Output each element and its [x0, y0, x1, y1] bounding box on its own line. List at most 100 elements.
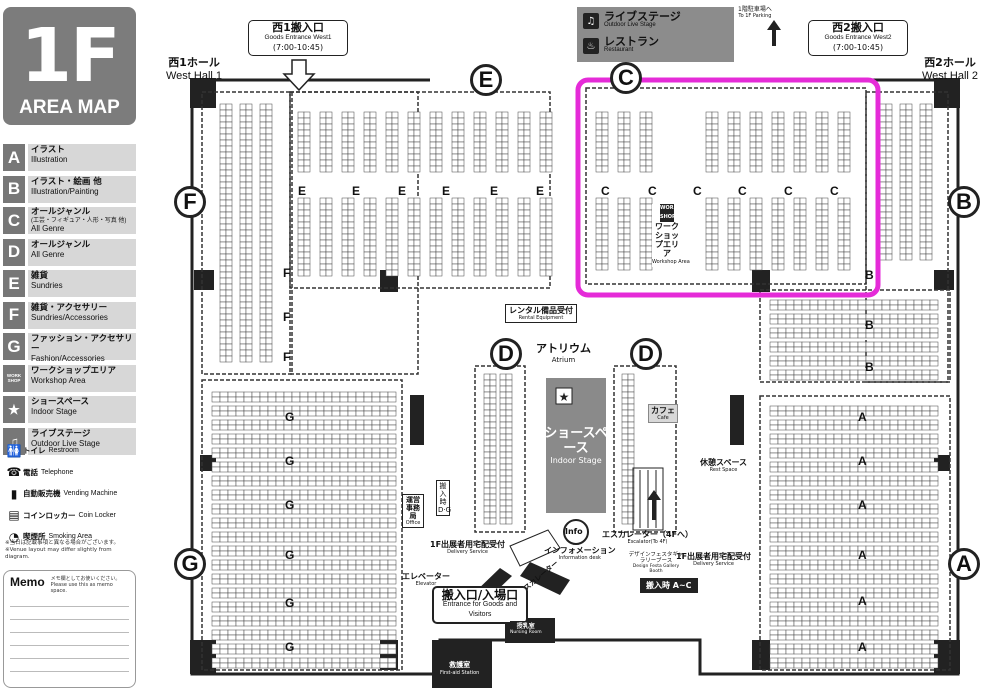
booth	[505, 391, 513, 399]
booth	[913, 573, 923, 580]
booth	[873, 643, 883, 650]
booth	[623, 147, 631, 155]
booth	[897, 592, 907, 599]
booth	[457, 239, 465, 247]
booth	[275, 461, 285, 468]
booth	[239, 127, 247, 135]
booth	[873, 355, 883, 362]
booth	[617, 153, 625, 161]
booth	[325, 165, 333, 173]
booth	[849, 424, 859, 431]
booth	[283, 629, 293, 636]
booth	[385, 233, 393, 241]
legend-en: Workshop Area	[31, 375, 86, 385]
booth	[905, 360, 915, 367]
booth	[307, 662, 317, 669]
booth	[363, 657, 373, 664]
booth	[323, 475, 333, 482]
booth	[769, 531, 779, 538]
booth	[623, 197, 631, 205]
booth	[275, 573, 285, 580]
booth	[913, 531, 923, 538]
booth	[523, 117, 531, 125]
booth	[239, 277, 247, 285]
booth	[793, 410, 803, 417]
booth	[299, 573, 309, 580]
booth	[319, 153, 327, 161]
booth	[387, 494, 397, 501]
booth	[297, 197, 305, 205]
booth	[881, 327, 891, 334]
booth	[299, 480, 309, 487]
booth	[925, 133, 933, 141]
booth	[211, 410, 221, 417]
booth	[355, 419, 365, 426]
booth	[265, 259, 273, 267]
booth	[211, 629, 221, 636]
booth	[857, 531, 867, 538]
booth	[245, 247, 253, 255]
booth	[323, 629, 333, 636]
booth	[331, 578, 341, 585]
booth	[921, 494, 931, 501]
booth	[921, 318, 931, 325]
booth	[407, 209, 415, 217]
booth	[219, 536, 229, 543]
booth	[259, 391, 269, 398]
memo-title: Memo	[10, 575, 45, 589]
booth	[881, 480, 891, 487]
booth	[897, 313, 907, 320]
booth	[347, 159, 355, 167]
booth	[771, 165, 779, 173]
booth	[777, 165, 785, 173]
zone-g-letter: G	[285, 454, 295, 468]
booth	[323, 550, 333, 557]
booth	[243, 480, 253, 487]
booth	[457, 233, 465, 241]
booth	[771, 215, 779, 223]
booth	[595, 135, 603, 143]
booth	[245, 133, 253, 141]
booth	[889, 405, 899, 412]
booth	[623, 227, 631, 235]
booth	[251, 629, 261, 636]
booth	[601, 215, 609, 223]
booth	[921, 299, 931, 306]
booth	[489, 505, 497, 513]
booth	[833, 592, 843, 599]
booth	[815, 203, 823, 211]
booth	[881, 346, 891, 353]
booth	[727, 117, 735, 125]
booth	[865, 452, 875, 459]
booth	[879, 103, 887, 111]
booth	[809, 559, 819, 566]
booth	[219, 343, 227, 351]
booth	[623, 215, 631, 223]
booth	[885, 253, 893, 261]
booth	[837, 153, 845, 161]
booth	[539, 141, 547, 149]
booth	[799, 123, 807, 131]
booth	[225, 325, 233, 333]
booth	[777, 620, 787, 627]
booth	[799, 209, 807, 217]
booth	[833, 419, 843, 426]
booth	[347, 433, 357, 440]
booth	[879, 163, 887, 171]
booth	[899, 115, 907, 123]
booth	[929, 587, 939, 594]
booth	[435, 197, 443, 205]
booth	[339, 466, 349, 473]
booth	[251, 489, 261, 496]
booth	[501, 135, 509, 143]
memo-box: Memo メモ欄としてお使いください。Please use this as me…	[3, 570, 136, 688]
booth	[339, 564, 349, 571]
booth	[899, 133, 907, 141]
booth	[771, 245, 779, 253]
facility-smoking: ◔ 喫煙所 Smoking Area	[5, 526, 135, 548]
booth	[235, 662, 245, 669]
booth	[363, 466, 373, 473]
booth	[479, 135, 487, 143]
booth	[211, 517, 221, 524]
booth	[595, 203, 603, 211]
